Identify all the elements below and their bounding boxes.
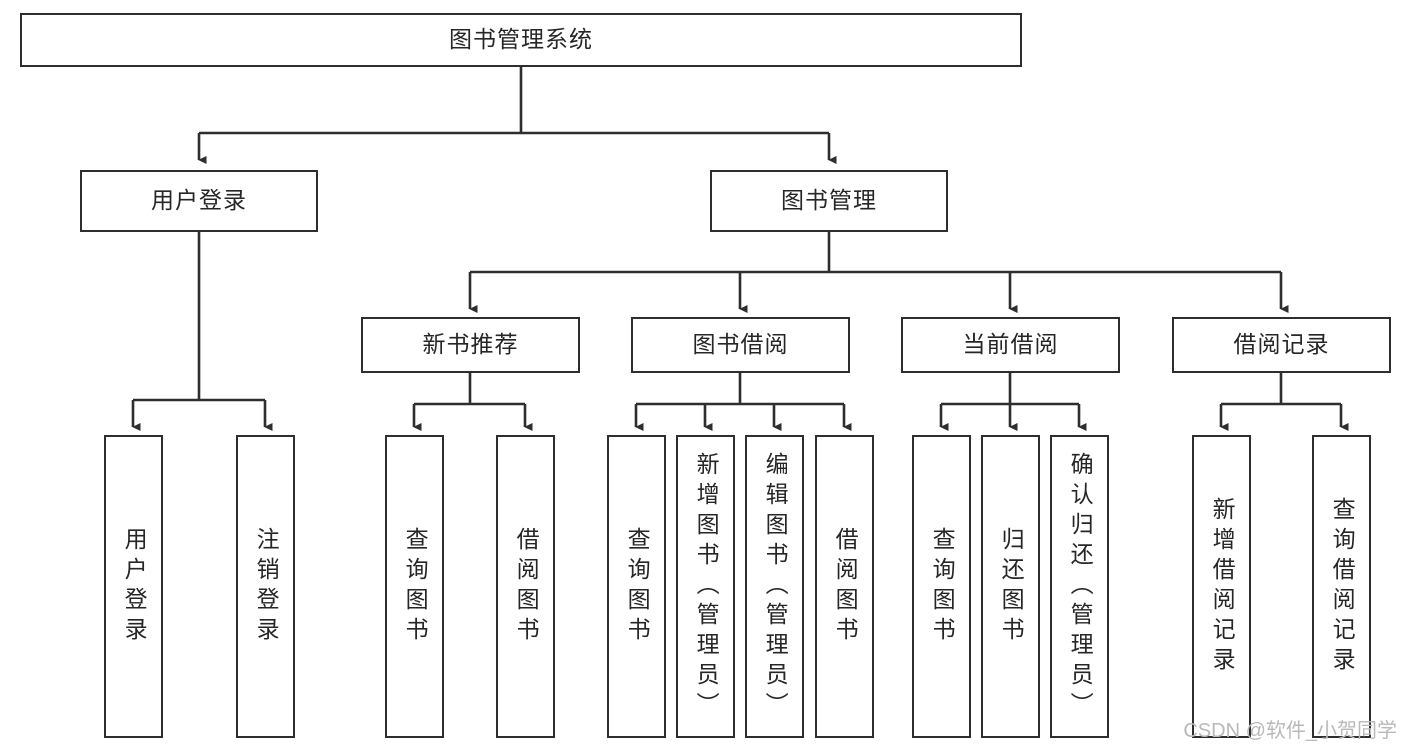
node-leaf-edit-book-label: 编辑图书（管理员） <box>762 451 789 722</box>
node-leaf-logout-label: 注销登录 <box>253 526 280 647</box>
node-user-login-label: 用户登录 <box>151 187 247 214</box>
node-new-book-recommend[interactable]: 新书推荐 <box>361 317 580 373</box>
node-root[interactable]: 图书管理系统 <box>20 13 1022 67</box>
node-book-borrow-label: 图书借阅 <box>692 331 789 358</box>
node-leaf-query-book-3-label: 查询图书 <box>929 526 956 647</box>
node-leaf-query-record-label: 查询借阅记录 <box>1329 496 1356 677</box>
node-leaf-add-book[interactable]: 新增图书（管理员） <box>676 435 735 738</box>
node-leaf-borrow-book-1-label: 借阅图书 <box>513 526 540 647</box>
node-leaf-return-book[interactable]: 归还图书 <box>981 435 1040 738</box>
node-leaf-add-record[interactable]: 新增借阅记录 <box>1192 435 1251 738</box>
node-leaf-borrow-book-2-label: 借阅图书 <box>832 526 859 647</box>
node-leaf-logout[interactable]: 注销登录 <box>236 435 295 738</box>
node-current-borrow-label: 当前借阅 <box>962 331 1059 358</box>
node-leaf-query-book-1-label: 查询图书 <box>402 526 429 647</box>
node-leaf-return-book-label: 归还图书 <box>998 526 1025 647</box>
node-leaf-add-book-label: 新增图书（管理员） <box>693 451 720 722</box>
node-leaf-user-login[interactable]: 用户登录 <box>104 435 163 738</box>
node-borrow-record[interactable]: 借阅记录 <box>1172 317 1391 373</box>
node-book-manage[interactable]: 图书管理 <box>710 170 948 232</box>
node-leaf-user-login-label: 用户登录 <box>121 526 148 647</box>
node-leaf-edit-book[interactable]: 编辑图书（管理员） <box>745 435 804 738</box>
node-leaf-borrow-book-2[interactable]: 借阅图书 <box>815 435 874 738</box>
node-leaf-query-book-2-label: 查询图书 <box>624 526 651 647</box>
node-leaf-confirm-return[interactable]: 确认归还（管理员） <box>1050 435 1109 738</box>
node-borrow-record-label: 借阅记录 <box>1233 331 1330 358</box>
node-leaf-query-book-2[interactable]: 查询图书 <box>607 435 666 738</box>
node-new-book-recommend-label: 新书推荐 <box>422 331 519 358</box>
node-leaf-confirm-return-label: 确认归还（管理员） <box>1067 451 1094 722</box>
node-leaf-query-book-1[interactable]: 查询图书 <box>385 435 444 738</box>
node-leaf-query-book-3[interactable]: 查询图书 <box>912 435 971 738</box>
watermark: CSDN @软件_小贺同学 <box>1183 720 1397 742</box>
node-leaf-add-record-label: 新增借阅记录 <box>1209 496 1236 677</box>
node-leaf-query-record[interactable]: 查询借阅记录 <box>1312 435 1371 738</box>
node-book-manage-label: 图书管理 <box>781 187 877 214</box>
node-user-login[interactable]: 用户登录 <box>80 170 318 232</box>
node-current-borrow[interactable]: 当前借阅 <box>901 317 1120 373</box>
node-root-label: 图书管理系统 <box>449 26 593 53</box>
node-leaf-borrow-book-1[interactable]: 借阅图书 <box>496 435 555 738</box>
node-book-borrow[interactable]: 图书借阅 <box>631 317 850 373</box>
